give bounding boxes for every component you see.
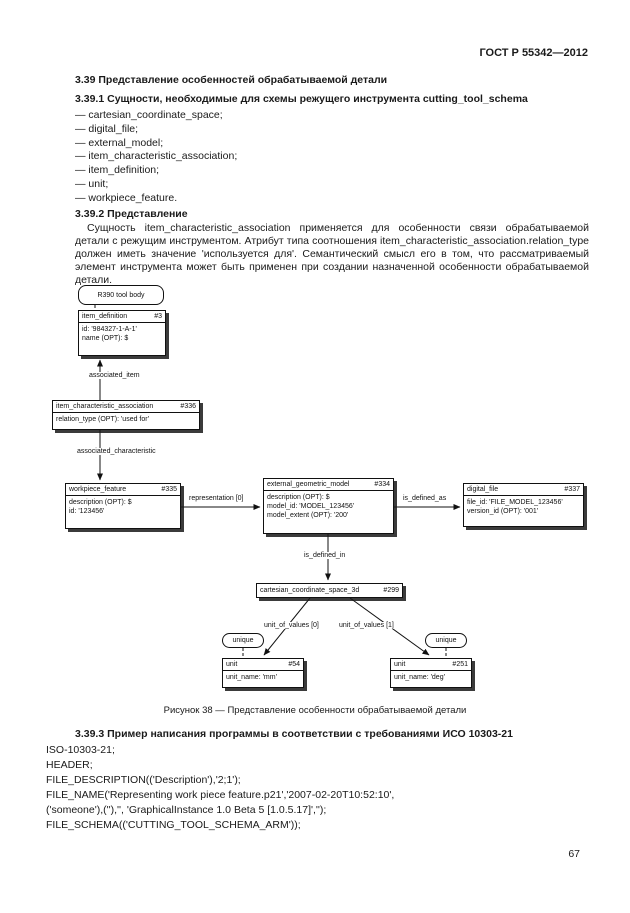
entity-number: #54	[288, 661, 300, 668]
code-line: FILE_DESCRIPTION(('Description'),'2;1');	[46, 774, 241, 786]
entity-attributes: unit_name: 'mm'	[223, 671, 303, 684]
entity-list: — cartesian_coordinate_space; — digital_…	[75, 109, 589, 206]
entity-header: digital_file #337	[464, 484, 583, 496]
entity-attributes: description (OPT): $ model_id: 'MODEL_12…	[264, 491, 393, 522]
code-block: ISO-10303-21; HEADER; FILE_DESCRIPTION((…	[46, 743, 394, 833]
entity-header: workpiece_feature #335	[66, 484, 180, 496]
list-item: — cartesian_coordinate_space;	[75, 109, 223, 121]
entity-name: external_geometric_model	[267, 481, 350, 488]
entity-number: #251	[452, 661, 468, 668]
list-item: — item_definition;	[75, 164, 160, 177]
section-3-39-2-paragraph: Сущность item_characteristic_association…	[75, 221, 589, 286]
entity-number: #334	[374, 481, 390, 488]
entity-attribute: id: '984327-1-A-1'	[82, 326, 137, 333]
entity-attribute: description (OPT): $	[69, 499, 132, 506]
figure-caption: Рисунок 38 — Представление особенности о…	[163, 705, 467, 716]
code-line: ISO-10303-21;	[46, 744, 115, 756]
entity-number: #337	[564, 486, 580, 493]
entity-name: unit	[394, 661, 406, 668]
list-item: — external_model;	[75, 136, 164, 149]
entity-name: cartesian_coordinate_space_3d	[260, 586, 360, 594]
entity-header: item_definition #3	[79, 311, 165, 323]
entity-attribute: version_id (OPT): '001'	[467, 508, 539, 515]
code-line: FILE_SCHEMA(('CUTTING_TOOL_SCHEMA_ARM'))…	[46, 819, 301, 831]
unique-label: unique	[435, 637, 457, 644]
section-3-39-2-title: 3.39.2 Представление	[75, 207, 188, 220]
entity-number: #336	[180, 403, 196, 410]
entity-attribute: id: '123456'	[69, 508, 105, 515]
section-3-39-title: 3.39 Представление особенностей обрабаты…	[75, 74, 388, 86]
entity-box-cartesian-coordinate-space-3d: cartesian_coordinate_space_3d #299	[256, 583, 403, 598]
section-3-39-1-title: 3.39.1 Сущности, необходимые для схемы р…	[75, 93, 528, 105]
entity-box-unit-deg: unit #251 unit_name: 'deg'	[390, 658, 472, 688]
edge-label-unit-of-values-0: unit_of_values [0]	[263, 622, 320, 629]
entity-number: #335	[161, 486, 177, 493]
tool-body-note: R390 tool body	[78, 285, 164, 305]
entity-attribute: relation_type (OPT): 'used for'	[56, 416, 149, 423]
entity-attributes: file_id: 'FILE_MODEL_123456' version_id …	[464, 496, 583, 518]
document-header: ГОСТ Р 55342—2012	[479, 47, 588, 59]
entity-attribute: unit_name: 'mm'	[226, 674, 277, 681]
entity-attribute: description (OPT): $	[267, 494, 330, 501]
entity-box-item-characteristic-association: item_characteristic_association #336 rel…	[52, 400, 200, 430]
entity-attribute: name (OPT): $	[82, 335, 129, 342]
content-area: 3.39 Представление особенностей обрабаты…	[75, 74, 589, 287]
list-item: — unit;	[75, 177, 109, 190]
figure-38-diagram: R390 tool body item_definition #3 id: '9…	[0, 281, 630, 706]
entity-name: item_definition	[82, 313, 128, 320]
section-3-39-3-title: 3.39.3 Пример написания программы в соот…	[75, 728, 513, 740]
code-line: FILE_NAME('Representing work piece featu…	[46, 789, 395, 801]
list-item: — digital_file;	[75, 122, 139, 135]
edge-label-associated-characteristic: associated_characteristic	[76, 448, 157, 455]
entity-box-digital-file: digital_file #337 file_id: 'FILE_MODEL_1…	[463, 483, 584, 527]
unique-note-left: unique	[222, 633, 264, 648]
entity-name: digital_file	[467, 486, 499, 493]
entity-header: unit #54	[223, 659, 303, 671]
entity-attributes: description (OPT): $ id: '123456'	[66, 496, 180, 518]
unique-label: unique	[232, 637, 254, 644]
entity-box-external-geometric-model: external_geometric_model #334 descriptio…	[263, 478, 394, 534]
entity-attribute: model_extent (OPT): '200'	[267, 512, 349, 519]
entity-header: cartesian_coordinate_space_3d #299	[257, 584, 402, 596]
entity-attributes: unit_name: 'deg'	[391, 671, 471, 684]
list-item: — item_characteristic_association;	[75, 150, 238, 163]
tool-body-label: R390 tool body	[97, 291, 145, 299]
edge-label-is-defined-in: is_defined_in	[303, 552, 347, 559]
entity-number: #3	[154, 313, 162, 320]
list-item: — workpiece_feature.	[75, 191, 178, 204]
code-line: HEADER;	[46, 759, 93, 771]
entity-attributes: relation_type (OPT): 'used for'	[53, 413, 199, 426]
entity-name: item_characteristic_association	[56, 403, 154, 410]
entity-name: unit	[226, 661, 238, 668]
entity-attribute: unit_name: 'deg'	[394, 674, 445, 681]
unique-note-right: unique	[425, 633, 467, 648]
edge-label-is-defined-as: is_defined_as	[402, 495, 448, 502]
entity-attributes: id: '984327-1-A-1' name (OPT): $	[79, 323, 165, 345]
page-number: 67	[568, 848, 580, 860]
entity-header: external_geometric_model #334	[264, 479, 393, 491]
entity-name: workpiece_feature	[69, 486, 127, 493]
entity-attribute: file_id: 'FILE_MODEL_123456'	[467, 499, 563, 506]
code-line: ('someone'),(''),'', 'GraphicalInstance …	[46, 804, 327, 816]
entity-attribute: model_id: 'MODEL_123456'	[267, 503, 355, 510]
entity-number: #299	[383, 586, 399, 594]
edge-label-representation: representation [0]	[188, 495, 245, 502]
entity-box-item-definition: item_definition #3 id: '984327-1-A-1' na…	[78, 310, 166, 356]
entity-box-workpiece-feature: workpiece_feature #335 description (OPT)…	[65, 483, 181, 529]
entity-header: unit #251	[391, 659, 471, 671]
entity-box-unit-mm: unit #54 unit_name: 'mm'	[222, 658, 304, 688]
entity-header: item_characteristic_association #336	[53, 401, 199, 413]
edge-label-unit-of-values-1: unit_of_values [1]	[338, 622, 395, 629]
edge-label-associated-item: associated_item	[88, 372, 141, 379]
